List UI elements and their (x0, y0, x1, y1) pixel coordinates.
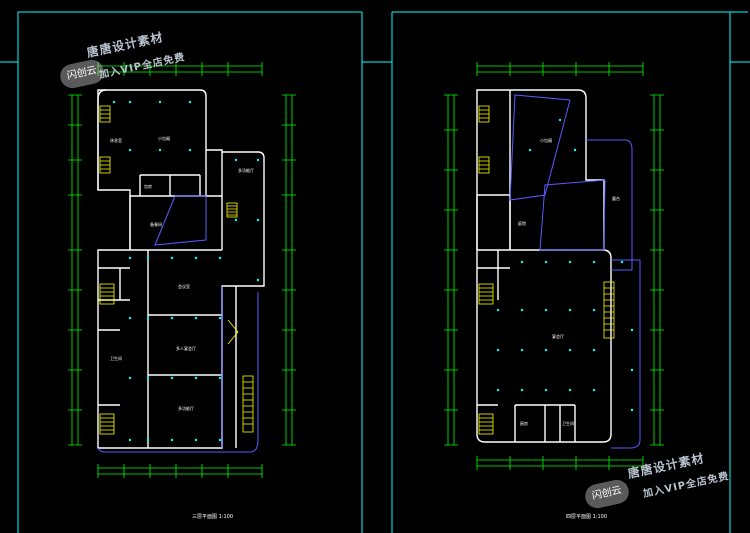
ramp-plan-2 (509, 94, 641, 449)
walls-plan-1 (97, 89, 265, 449)
room-labels-plan-2: 小包厢 庭院 露台 宴会厅 厨房 卫生间 (518, 137, 620, 426)
room-label: 包房 (144, 183, 152, 189)
dimension-lines-plan-2 (444, 62, 664, 470)
room-label: 会议室 (178, 283, 190, 289)
room-label: 备餐间 (150, 221, 162, 227)
room-label: 休息室 (110, 137, 122, 143)
floor-plan-2: 小包厢 庭院 露台 宴会厅 厨房 卫生间 (444, 62, 664, 470)
room-label: 小包厢 (540, 137, 552, 143)
plan-caption-1: 三层平面图 1:100 (192, 514, 233, 520)
room-label: 厨房 (520, 420, 528, 426)
room-label: 多功能厅 (238, 167, 254, 173)
ramp-plan-1 (97, 195, 259, 453)
room-label: 多功能厅 (178, 405, 194, 411)
room-label: 小包厢 (158, 135, 170, 141)
dimension-lines-plan-1 (68, 62, 296, 478)
room-label: 露台 (612, 195, 620, 201)
plan-caption-2: 四层平面图 1:100 (566, 514, 607, 520)
stairs-plan-2 (478, 105, 615, 435)
room-label: 卫生间 (110, 355, 122, 361)
columns-plan-1 (112, 100, 260, 442)
room-label: 卫生间 (562, 420, 574, 426)
sheet-frames (0, 11, 750, 533)
room-label: 多人宴会厅 (176, 345, 196, 351)
floor-plan-1: 小包厢 休息室 包房 多功能厅 会议室 多人宴会厅 多功能厅 备餐间 卫生间 (68, 62, 296, 478)
stairs-plan-1 (99, 105, 254, 435)
columns-plan-2 (496, 118, 634, 412)
room-label: 庭院 (518, 220, 526, 226)
room-label: 宴会厅 (552, 333, 564, 339)
room-labels-plan-1: 小包厢 休息室 包房 多功能厅 会议室 多人宴会厅 多功能厅 备餐间 卫生间 (110, 135, 254, 411)
